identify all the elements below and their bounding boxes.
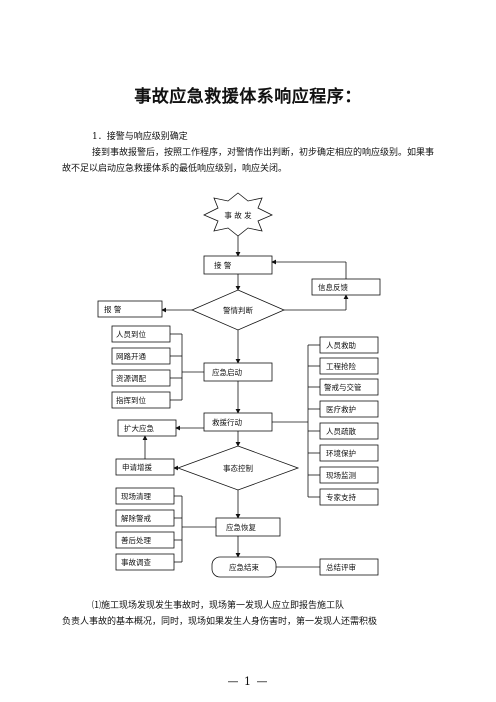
label-report-alarm: 报 警 <box>104 304 122 314</box>
page-number: — 1 — <box>227 675 269 688</box>
label-left-3: 资源调配 <box>116 373 146 383</box>
label-request-support: 申请增援 <box>122 462 152 472</box>
label-receive-alarm: 接 警 <box>214 260 232 270</box>
label-summary-review: 总结评审 <box>326 562 356 572</box>
label-emergency-recovery: 应急恢复 <box>226 522 256 532</box>
paragraph-response-level: 接到事故报警后，按照工作程序，对警情作出判断，初步确定相应的响应级别。如果事故不… <box>62 148 435 174</box>
label-right-3: 警戒与交管 <box>324 382 362 392</box>
label-left2-1: 现场清理 <box>121 491 151 501</box>
label-left2-3: 善后处理 <box>121 535 151 545</box>
label-emergency-end: 应急结束 <box>229 562 259 572</box>
label-left2-2: 解除警戒 <box>121 513 151 523</box>
label-left-2: 网路开通 <box>116 351 146 361</box>
label-rescue-action: 救援行动 <box>212 417 242 427</box>
label-right-2: 工程抢险 <box>326 361 356 371</box>
page-title: 事故应急救援体系响应程序： <box>134 87 362 107</box>
paragraph-site-report: ⑴施工现场发现发生事故时，现场第一发现人应立即报告施工队 <box>92 601 345 611</box>
label-right-4: 医疗救护 <box>326 404 356 414</box>
paragraph-site-report-continued: 负责人事故的基本概况，同时，现场如果发生人身伤害时，第一发现人还需积极 <box>62 617 378 627</box>
label-right-1: 人员救助 <box>326 340 356 350</box>
report-alarm-box <box>97 300 163 318</box>
section-heading: 1．接警与响应级别确定 <box>92 132 188 142</box>
label-info-feedback: 信息反馈 <box>318 282 348 292</box>
label-emergency-start: 应急启动 <box>212 367 242 377</box>
label-left-1: 人员到位 <box>116 329 146 339</box>
label-right-7: 现场监测 <box>326 470 356 480</box>
summary-review-box <box>319 558 379 576</box>
label-right-8: 专家支持 <box>326 492 356 502</box>
label-right-6: 环境保护 <box>326 448 356 458</box>
label-alarm-judgment: 警情判断 <box>223 305 253 315</box>
label-situation-control: 事态控制 <box>223 463 253 473</box>
label-left-4: 指挥到位 <box>116 395 146 405</box>
label-right-5: 人员疏散 <box>326 426 356 436</box>
label-expand-emergency: 扩大应急 <box>124 423 154 433</box>
label-left2-4: 事故调查 <box>121 557 151 567</box>
label-accident-occurs: 事 故 发 <box>224 210 252 220</box>
